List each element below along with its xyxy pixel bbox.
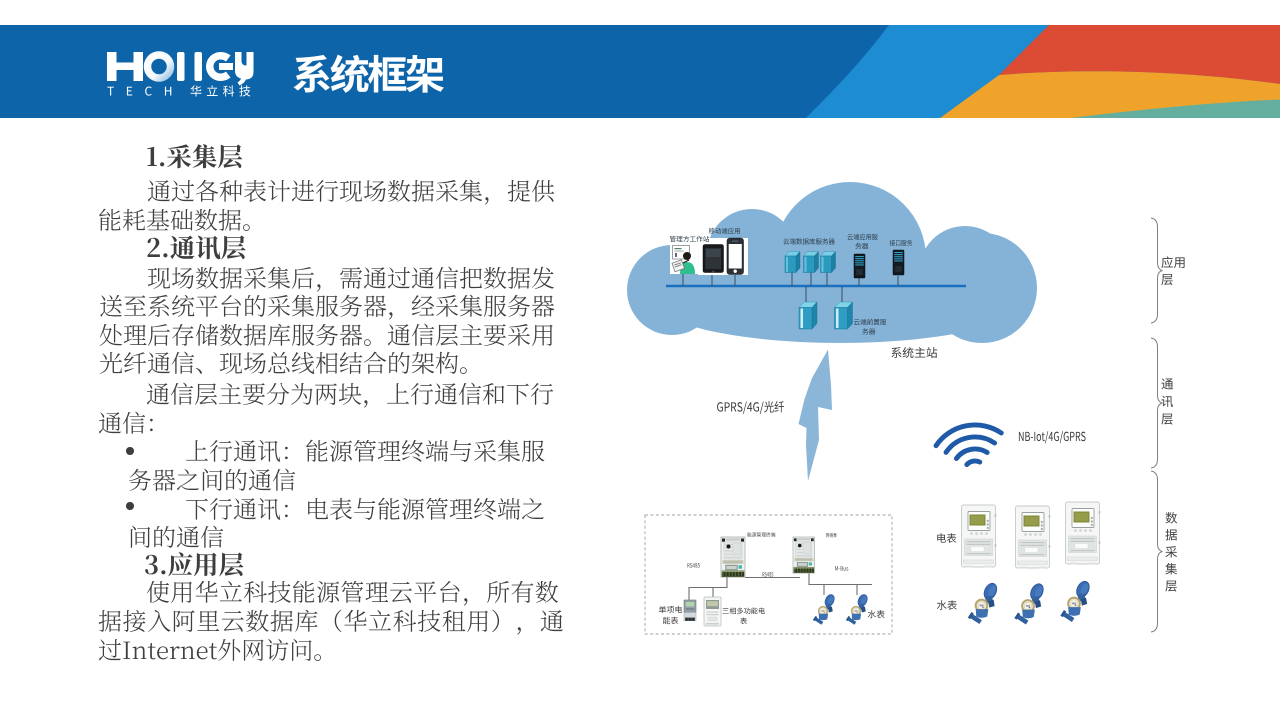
svg-text:RS485: RS485 [687,561,700,570]
svg-text:水表: 水表 [867,608,885,621]
svg-text:据: 据 [1165,525,1178,544]
svg-text:采: 采 [1165,542,1178,561]
svg-text:务器: 务器 [855,241,869,251]
svg-text:云端前置服: 云端前置服 [854,317,887,327]
svg-text:华立科技: 华立科技 [190,83,255,100]
svg-text:单项电: 单项电 [659,605,683,616]
svg-text:应用: 应用 [1161,252,1186,271]
svg-text:GPRS/4G/光纤: GPRS/4G/光纤 [717,397,785,416]
svg-text:RS485: RS485 [762,570,774,579]
svg-text:三相多功能电: 三相多功能电 [722,607,765,617]
svg-text:能表: 能表 [663,616,679,627]
svg-text:管理方工作站: 管理方工作站 [670,234,710,244]
svg-text:务器: 务器 [862,326,876,336]
svg-text:数: 数 [1165,508,1178,527]
svg-text:移动端应用: 移动端应用 [709,226,741,236]
svg-text:层: 层 [1161,409,1174,428]
svg-text:讯: 讯 [1161,391,1174,410]
svg-text:集: 集 [1165,559,1178,578]
svg-text:通: 通 [1161,374,1174,393]
svg-text:云端应用服: 云端应用服 [847,232,878,242]
svg-text:TECH: TECH [107,83,184,100]
svg-text:能源管理终端: 能源管理终端 [747,532,776,539]
svg-text:水表: 水表 [937,597,958,612]
svg-text:M-Bus: M-Bus [835,564,849,573]
svg-text:云端数据库服务器: 云端数据库服务器 [783,236,835,246]
svg-text:表: 表 [740,617,747,627]
svg-text:层: 层 [1165,576,1178,595]
svg-text:网络表: 网络表 [826,532,837,539]
svg-text:NB-Iot/4G/GPRS: NB-Iot/4G/GPRS [1018,426,1086,445]
svg-text:电表: 电表 [936,530,957,545]
svg-text:系统主站: 系统主站 [891,344,938,361]
svg-text:层: 层 [1161,269,1174,288]
svg-text:接口服务: 接口服务 [890,238,913,248]
